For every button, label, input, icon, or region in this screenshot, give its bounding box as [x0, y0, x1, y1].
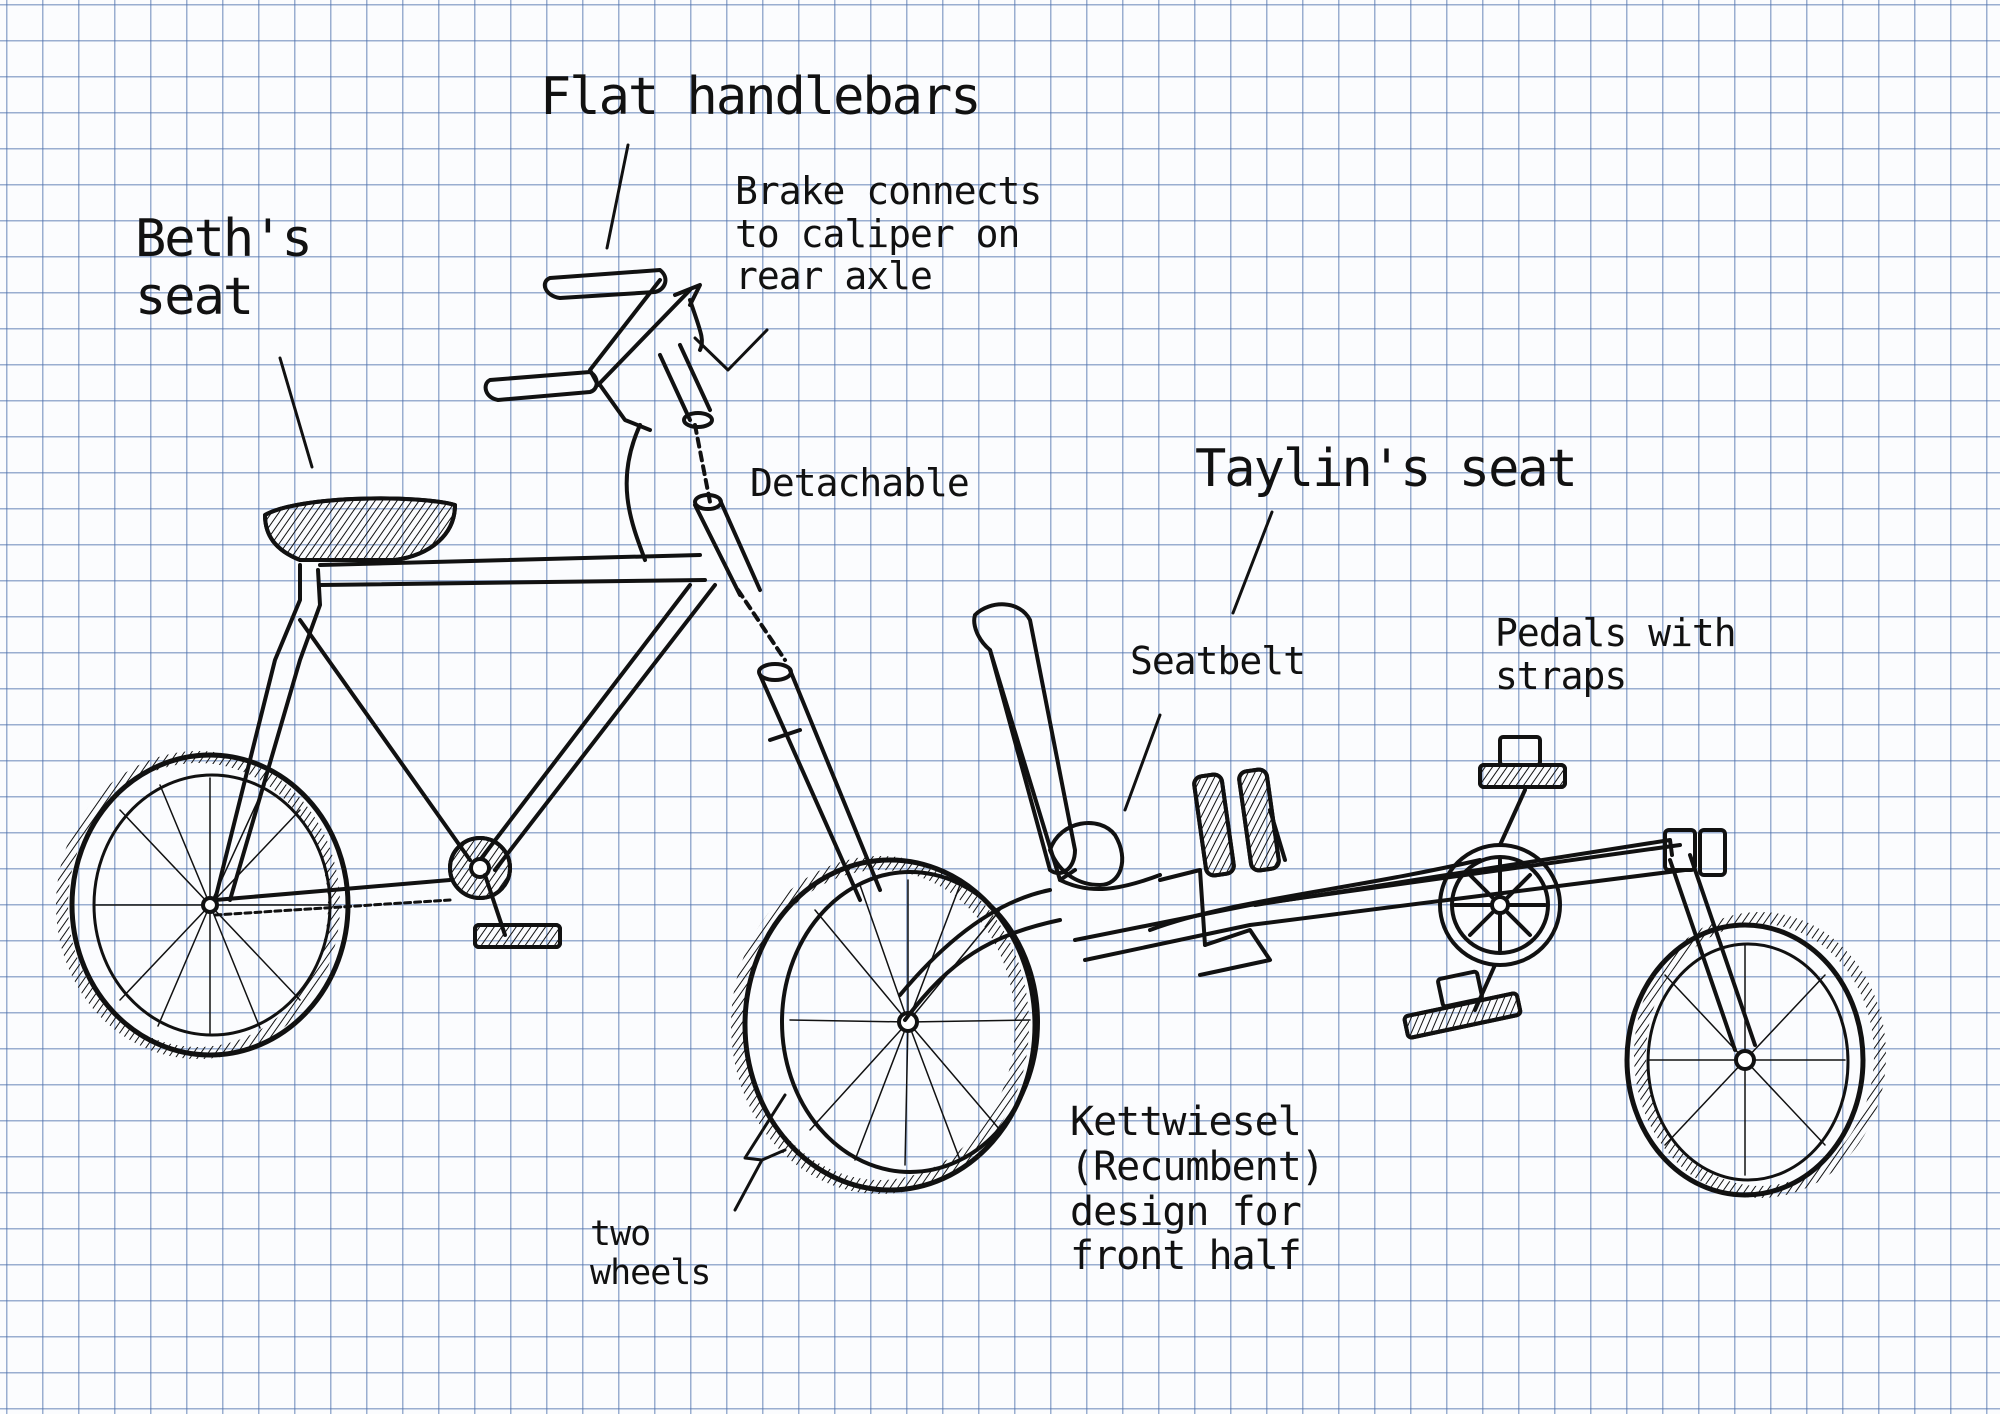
label-flat-handlebars: Flat handlebars — [540, 68, 980, 126]
leader-lines — [280, 145, 1272, 1210]
rear-wheel — [62, 755, 348, 1055]
leader-seatbelt — [1125, 715, 1160, 810]
front-wheel — [1627, 918, 1880, 1195]
leader-beths-seat — [280, 358, 312, 467]
leader-taylins-seat — [1233, 512, 1272, 613]
label-kettwiesel: Kettwiesel (Recumbent) design for front … — [1070, 1100, 1324, 1279]
rear-crank — [450, 838, 560, 947]
beths-seat — [265, 498, 455, 560]
leader-flat-handlebars — [607, 145, 628, 248]
leader-brake — [695, 330, 767, 370]
handlebars — [486, 270, 712, 430]
taylins-pedals — [1193, 769, 1285, 877]
label-taylins-seat: Taylin's seat — [1195, 440, 1576, 498]
double-wheels — [738, 860, 1038, 1190]
front-fork — [1665, 830, 1755, 1050]
label-brake: Brake connects to caliper on rear axle — [735, 170, 1041, 298]
label-two-wheels: two wheels — [590, 1215, 710, 1293]
label-beths-seat: Beth's seat — [135, 210, 311, 326]
label-detachable: Detachable — [750, 462, 969, 505]
label-seatbelt: Seatbelt — [1130, 640, 1305, 683]
label-pedals: Pedals with straps — [1495, 612, 1736, 697]
